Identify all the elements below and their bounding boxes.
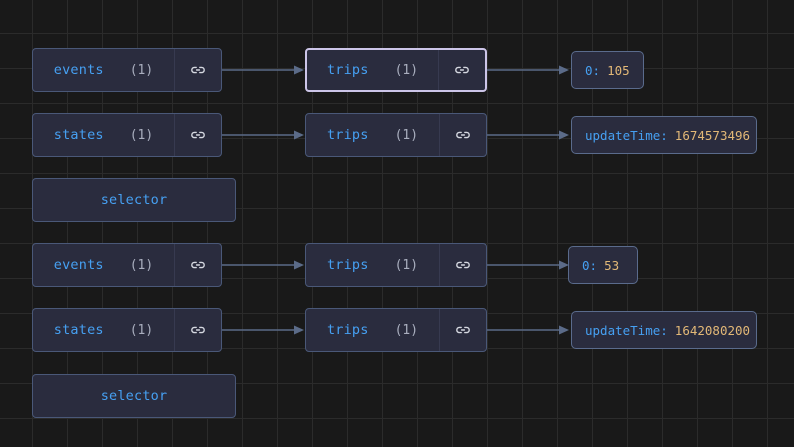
node-count: (1) — [129, 257, 154, 273]
node-selector-1[interactable]: selector — [32, 178, 236, 222]
node-label: trips — [326, 62, 369, 78]
link-icon — [190, 322, 206, 338]
node-link-button[interactable] — [439, 114, 486, 156]
node-count: (1) — [394, 127, 419, 143]
node-body: selector — [33, 375, 235, 417]
node-count: (1) — [394, 62, 419, 78]
node-label: trips — [326, 257, 369, 273]
value-number: 105 — [607, 62, 630, 78]
node-link-button[interactable] — [174, 49, 221, 91]
node-body: states (1) — [33, 114, 174, 156]
value-key: updateTime: — [585, 127, 668, 143]
value-key: 0: — [585, 62, 601, 78]
node-events-1[interactable]: events (1) — [32, 48, 222, 92]
node-trips-1[interactable]: trips (1) — [305, 48, 487, 92]
node-count: (1) — [129, 62, 154, 78]
node-events-2[interactable]: events (1) — [32, 243, 222, 287]
node-link-button[interactable] — [439, 244, 486, 286]
edge-trips-to-value-2 — [487, 129, 571, 141]
node-label: states — [53, 322, 104, 338]
edge-trips-to-value-3 — [487, 259, 571, 271]
value-key: updateTime: — [585, 322, 668, 338]
node-link-button[interactable] — [174, 309, 221, 351]
node-body: trips (1) — [306, 114, 439, 156]
node-label: trips — [326, 127, 369, 143]
link-icon — [455, 257, 471, 273]
value-box-3[interactable]: 0: 53 — [568, 246, 638, 284]
node-body: events (1) — [33, 49, 174, 91]
node-count: (1) — [394, 257, 419, 273]
node-label: events — [53, 257, 104, 273]
node-body: events (1) — [33, 244, 174, 286]
value-box-1[interactable]: 0: 105 — [571, 51, 644, 89]
value-number: 1674573496 — [674, 127, 751, 143]
node-label: selector — [100, 192, 168, 208]
edge-trips-to-value-4 — [487, 324, 571, 336]
node-body: trips (1) — [306, 309, 439, 351]
node-link-button[interactable] — [174, 114, 221, 156]
node-label: trips — [326, 322, 369, 338]
node-trips-2[interactable]: trips (1) — [305, 113, 487, 157]
node-states-1[interactable]: states (1) — [32, 113, 222, 157]
node-body: trips (1) — [306, 244, 439, 286]
edge-events-to-trips-2 — [222, 259, 306, 271]
node-selector-2[interactable]: selector — [32, 374, 236, 418]
link-icon — [454, 62, 470, 78]
value-number: 53 — [604, 257, 620, 273]
link-icon — [455, 127, 471, 143]
value-key: 0: — [582, 257, 598, 273]
node-body: selector — [33, 179, 235, 221]
node-trips-3[interactable]: trips (1) — [305, 243, 487, 287]
link-icon — [190, 62, 206, 78]
node-count: (1) — [129, 127, 154, 143]
node-link-button[interactable] — [438, 50, 485, 90]
node-count: (1) — [129, 322, 154, 338]
edge-states-to-trips-1 — [222, 129, 306, 141]
value-box-4[interactable]: updateTime: 1642080200 — [571, 311, 757, 349]
link-icon — [190, 127, 206, 143]
link-icon — [455, 322, 471, 338]
node-link-button[interactable] — [174, 244, 221, 286]
edge-trips-to-value-1 — [487, 64, 571, 76]
node-count: (1) — [394, 322, 419, 338]
node-label: events — [53, 62, 104, 78]
value-number: 1642080200 — [674, 322, 751, 338]
link-icon — [190, 257, 206, 273]
node-body: states (1) — [33, 309, 174, 351]
node-trips-4[interactable]: trips (1) — [305, 308, 487, 352]
node-link-button[interactable] — [439, 309, 486, 351]
node-label: selector — [100, 388, 168, 404]
value-box-2[interactable]: updateTime: 1674573496 — [571, 116, 757, 154]
node-body: trips (1) — [307, 50, 438, 90]
edge-events-to-trips-1 — [222, 64, 306, 76]
node-label: states — [53, 127, 104, 143]
node-states-2[interactable]: states (1) — [32, 308, 222, 352]
edge-states-to-trips-2 — [222, 324, 306, 336]
